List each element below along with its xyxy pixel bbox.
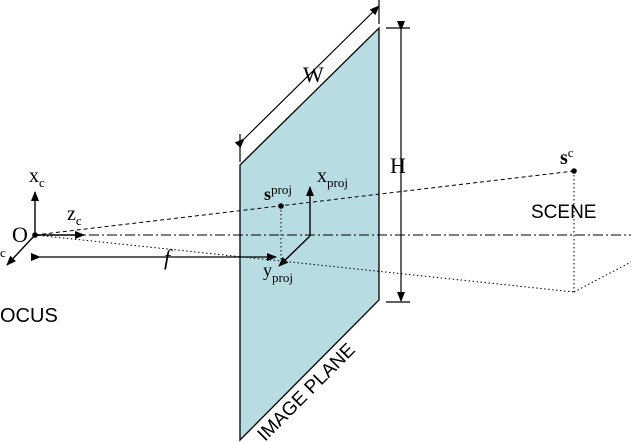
origin-label: O [12,222,28,247]
scene-point [571,168,577,174]
focal-length-label: f [164,245,173,270]
sproj-point [278,203,284,209]
width-label: W [303,62,324,87]
x-axis-label: xc [29,165,45,190]
scene-point-label: sc [560,145,574,169]
xproj-label: xproj [317,165,348,190]
scene-label: SCENE [531,202,596,223]
sproj-label: sproj [264,182,292,204]
z-axis-label: zc [67,203,82,228]
width-dimension-arrow [234,5,380,149]
origin-point [32,232,38,238]
focus-label: OCUS [0,305,58,327]
scene-ground-line [573,261,631,293]
camera-y-axis-arrow [6,234,36,266]
yproj-label: yproj [263,260,293,285]
yproj-axis-arrow [278,235,311,267]
height-label: H [390,153,406,178]
y-axis-sub-label: c [0,245,6,260]
